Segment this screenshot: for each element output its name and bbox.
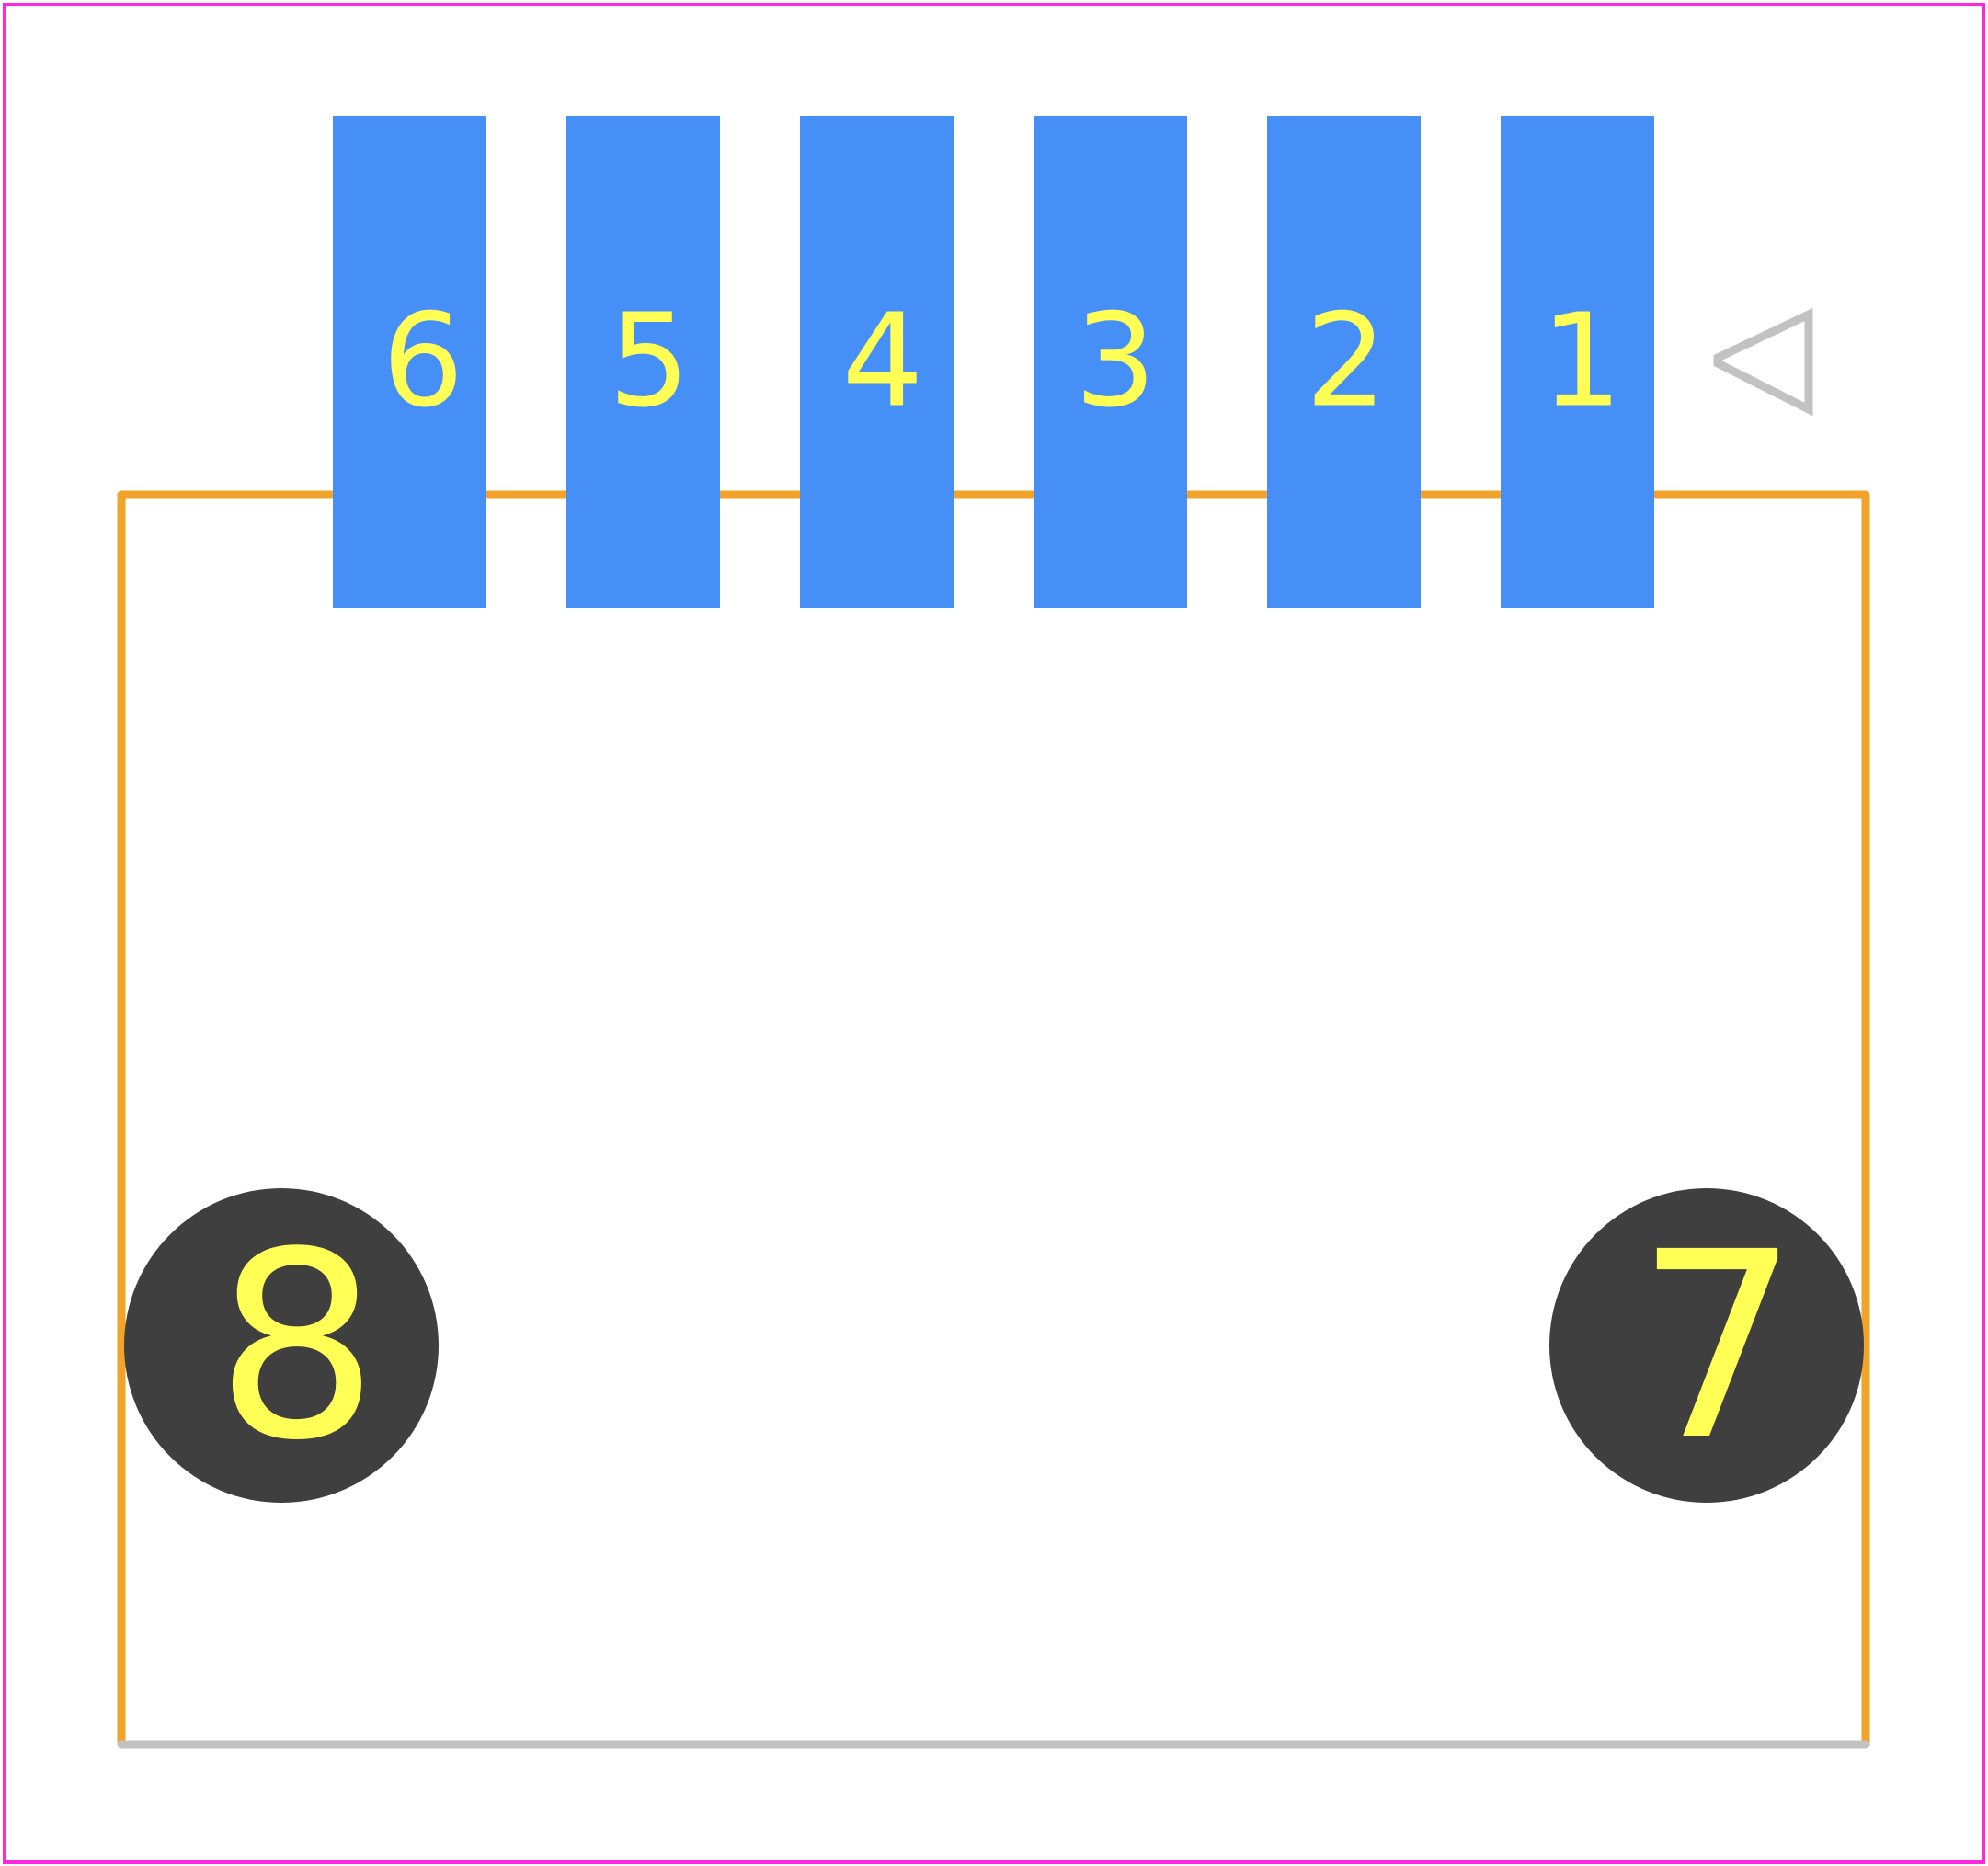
mounting-hole-7[interactable] <box>1549 1188 1864 1503</box>
smd-pad-2[interactable] <box>1267 116 1421 608</box>
courtyard-outline <box>3 3 1985 1864</box>
pad-label-2: 2 <box>1305 287 1387 437</box>
triangle-pointer-icon <box>1713 307 1813 417</box>
hole-label-7: 7 <box>1636 1197 1799 1497</box>
pad-label-5: 5 <box>608 287 690 437</box>
pad-label-1: 1 <box>1540 287 1622 437</box>
mounting-hole-8[interactable] <box>124 1188 439 1503</box>
smd-pad-5[interactable] <box>566 116 720 608</box>
pad-label-3: 3 <box>1074 287 1156 437</box>
pad-label-4: 4 <box>841 287 923 437</box>
silkscreen-outline <box>117 490 1870 1747</box>
smd-pad-1[interactable] <box>1501 116 1654 608</box>
pad-label-6: 6 <box>382 287 463 437</box>
smd-pad-4[interactable] <box>800 116 954 608</box>
hole-label-8: 8 <box>215 1197 379 1497</box>
smd-pad-3[interactable] <box>1034 116 1187 608</box>
smd-pad-6[interactable] <box>333 116 486 608</box>
mounting-hole-group: 8 7 <box>124 1188 1864 1503</box>
smd-pad-group: 6 5 4 3 2 1 <box>333 116 1654 608</box>
